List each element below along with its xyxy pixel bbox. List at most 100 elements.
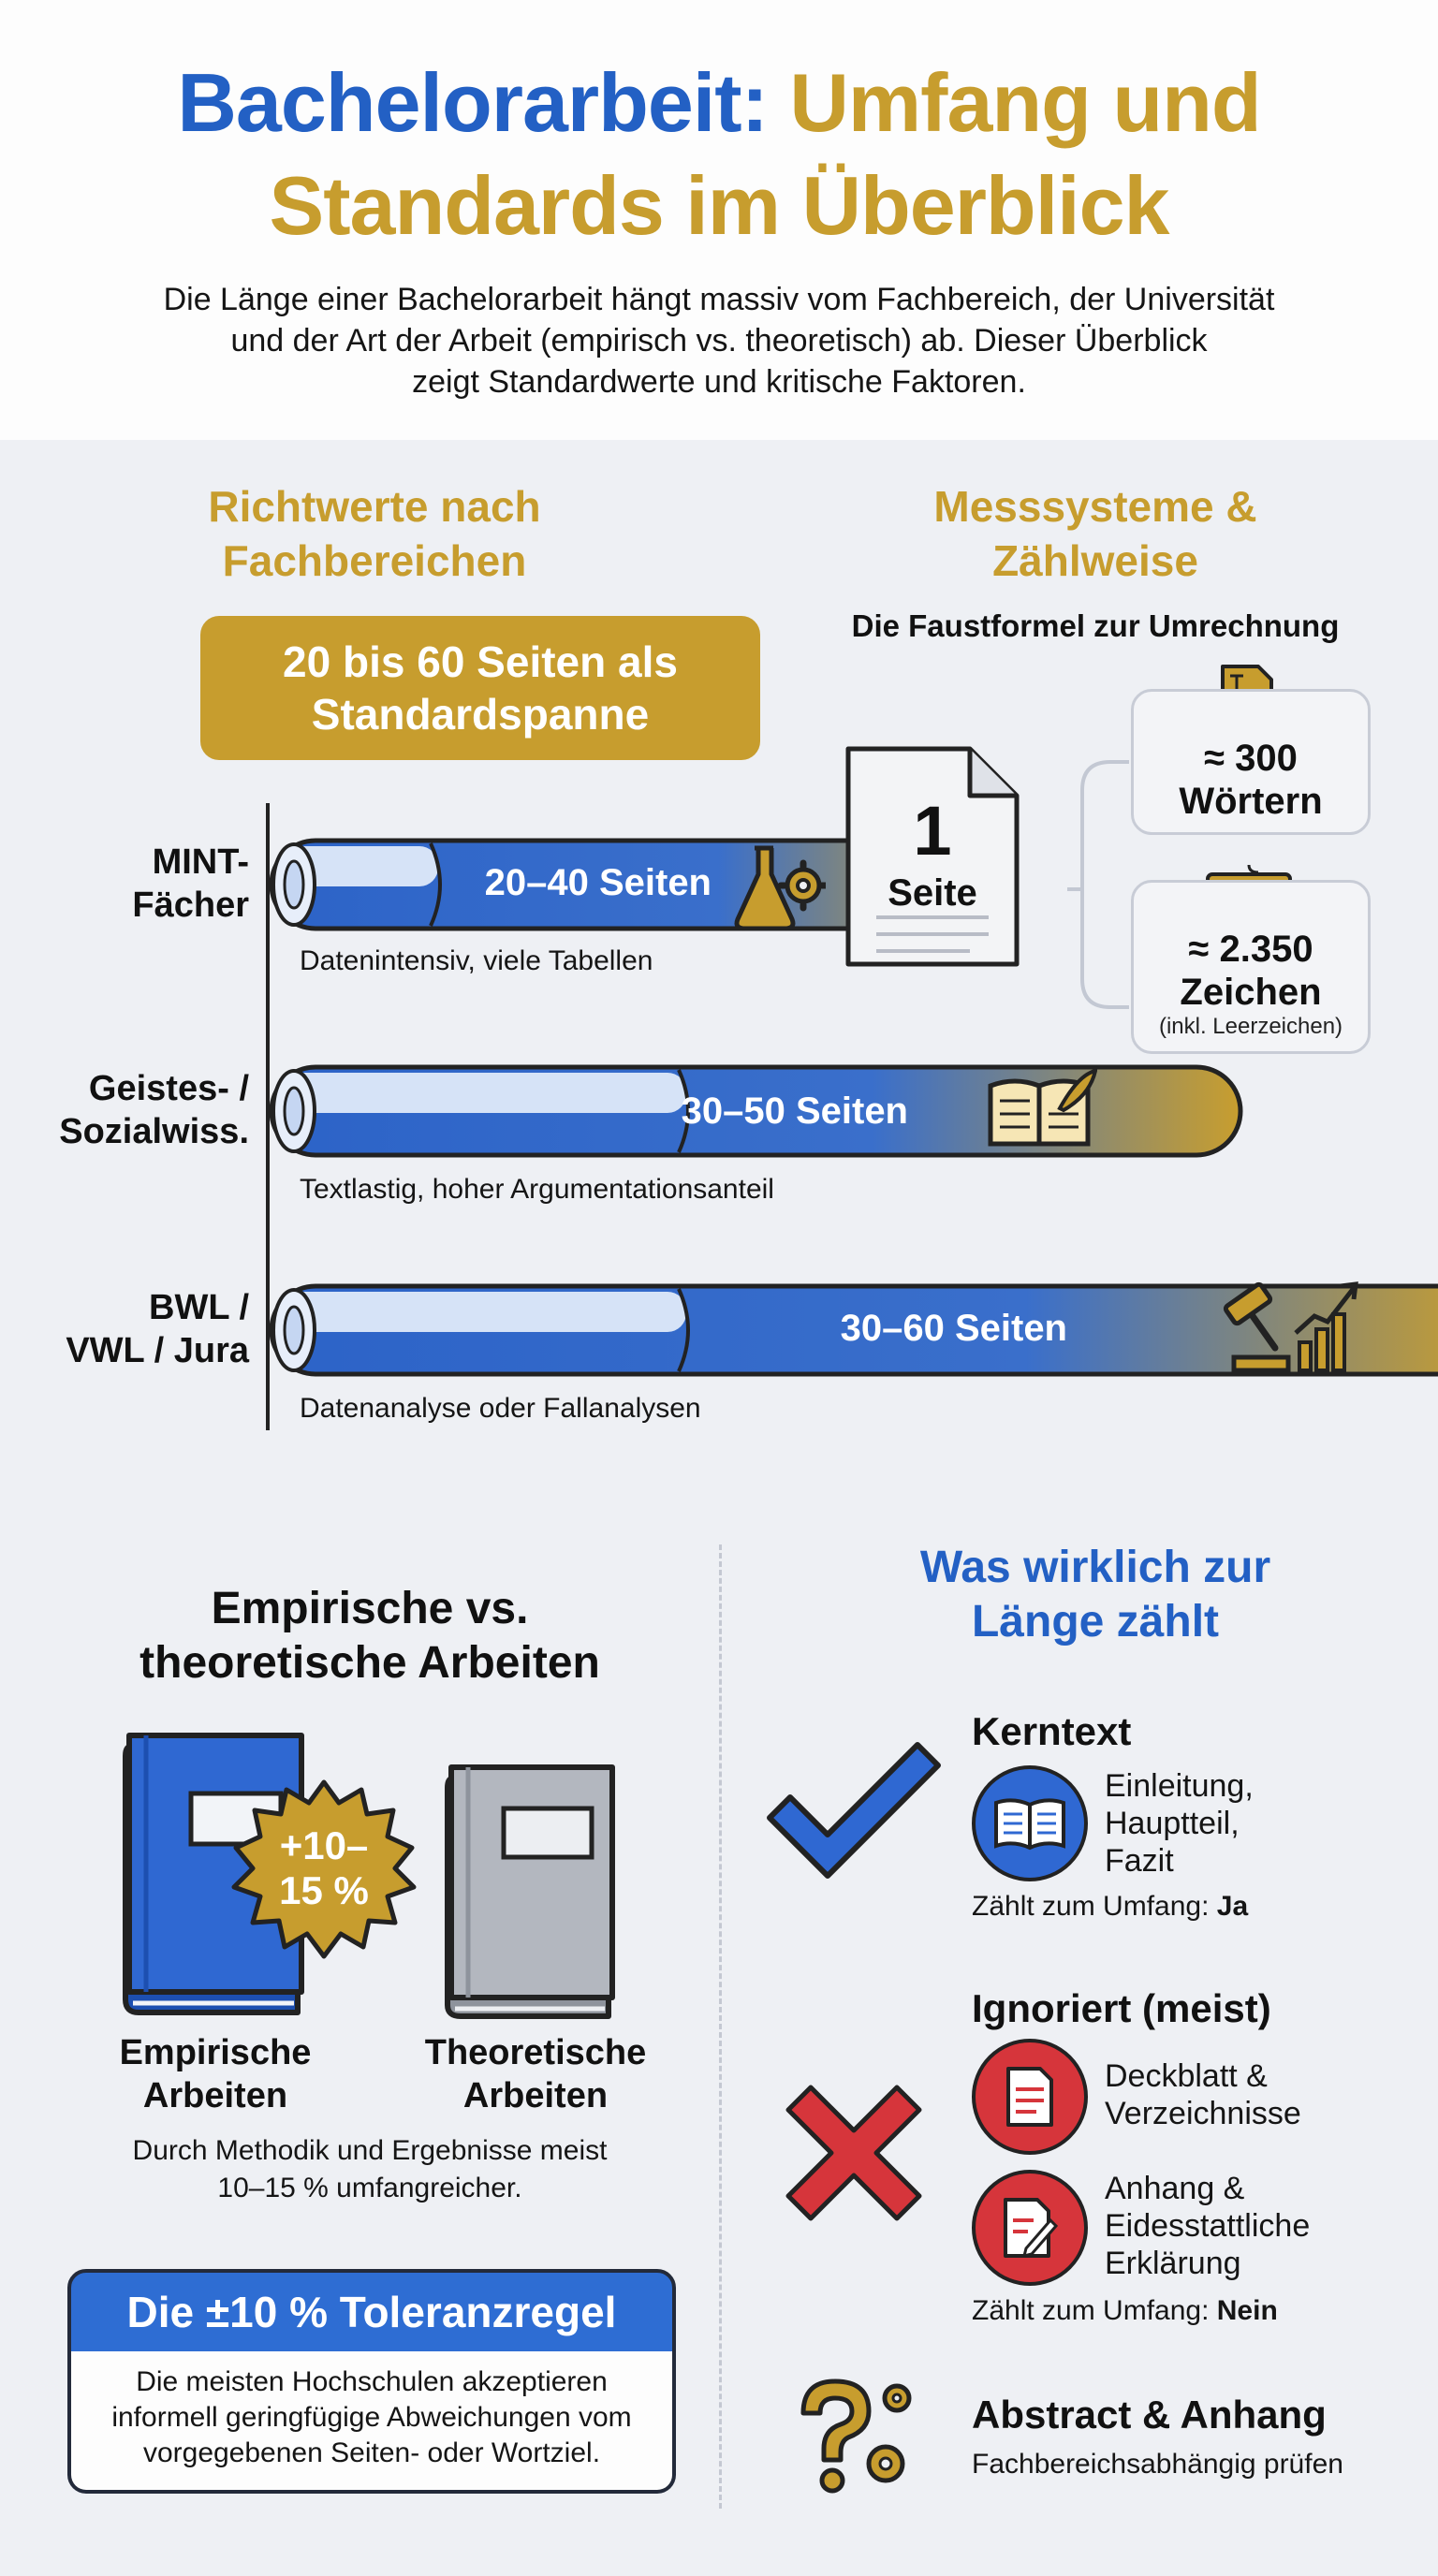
messsysteme-heading-line: Messsysteme & — [933, 482, 1257, 531]
field-label-geistes: Geistes- / Sozialwiss. — [34, 1067, 249, 1153]
types-heading-line: Empirische vs. — [211, 1584, 529, 1633]
counts-heading: Was wirklich zur Länge zählt — [796, 1541, 1395, 1649]
ignored-item-line: Anhang & — [1105, 2171, 1245, 2206]
gray-book-icon — [445, 1764, 615, 2019]
page-title-line2: Standards im Überblick — [269, 159, 1170, 252]
count-label: Zählt zum Umfang: — [972, 2295, 1210, 2326]
kerntext-item: Einleitung, — [1105, 1768, 1254, 1804]
intro-line: zeigt Standardwerte und kritische Faktor… — [412, 364, 1026, 400]
conversion-subheading: Die Faustformel zur Umrechnung — [851, 608, 1340, 643]
types-description-line: 10–15 % umfangreicher. — [217, 2173, 522, 2203]
page-label: Seite — [888, 872, 977, 914]
chart-axis — [266, 803, 270, 1430]
chars-note: (inkl. Leerzeichen) — [1158, 1014, 1343, 1039]
range-bar-min-segment — [279, 846, 438, 886]
tolerance-line: Die meisten Hochschulen akzeptieren — [136, 2366, 608, 2397]
title-part-blue: Bachelorarbeit: — [177, 56, 769, 149]
title-part-gold: Umfang und — [789, 56, 1261, 149]
badge-line: +10– — [279, 1823, 369, 1867]
range-bar-min-segment — [279, 1073, 686, 1113]
count-label: Zählt zum Umfang: — [972, 1891, 1210, 1922]
badge-line: 15 % — [279, 1868, 369, 1912]
column-divider — [719, 1544, 722, 2509]
abstract-note: Fachbereichsabhängig prüfen — [972, 2449, 1343, 2480]
range-label-mint: 20–40 Seiten — [484, 862, 712, 903]
counts-heading-line: Länge zählt — [971, 1597, 1220, 1647]
field-note-mint: Datenintensiv, viele Tabellen — [300, 945, 653, 976]
tolerance-line: informell geringfügige Abweichungen vom — [111, 2402, 632, 2433]
cover-document-icon — [972, 2039, 1088, 2155]
ignored-item-line: Eidesstattliche — [1105, 2208, 1311, 2244]
richtwerte-heading-line: Fachbereichen — [222, 536, 527, 585]
page-number: 1 — [913, 792, 952, 870]
range-bar-cap-inner — [283, 1305, 305, 1355]
words-value: ≈ 300 — [1204, 738, 1298, 779]
kerntext-item: Hauptteil, — [1105, 1806, 1240, 1841]
tolerance-line: vorgegebenen Seiten- oder Wortziel. — [142, 2437, 601, 2468]
chars-value: ≈ 2.350 — [1188, 929, 1313, 970]
chars-label: Zeichen — [1180, 972, 1322, 1013]
count-value-no: Nein — [1216, 2295, 1278, 2326]
types-description-line: Durch Methodik und Ergebnisse meist — [132, 2135, 608, 2166]
range-bar-divider — [677, 1288, 690, 1372]
field-note-geistes: Textlastig, hoher Argumentationsanteil — [300, 1174, 774, 1205]
page-title-line1: Bachelorarbeit: Umfang und — [0, 58, 1438, 148]
standard-span-line: 20 bis 60 Seiten als — [283, 637, 678, 686]
intro-line: Die Länge einer Bachelorarbeit hängt mas… — [163, 282, 1275, 317]
ignored-item-cover: Deckblatt & Verzeichnisse — [1105, 2057, 1301, 2132]
field-label-line: VWL / Jura — [66, 1331, 249, 1370]
cross-icon — [785, 2085, 922, 2221]
question-gear-icon — [800, 2378, 912, 2494]
intro-text: Die Länge einer Bachelorarbeit hängt mas… — [84, 279, 1354, 402]
range-bar-divider — [429, 842, 442, 927]
kerntext-book-icon — [972, 1765, 1088, 1881]
counts-heading-line: Was wirklich zur — [919, 1543, 1271, 1592]
theoretical-label-line: Theoretische — [424, 2033, 647, 2072]
abstract-title: Abstract & Anhang — [972, 2393, 1327, 2437]
chars-box: ≈ 2.350 Zeichen (inkl. Leerzeichen) — [1131, 880, 1371, 1054]
ignored-count: Zählt zum Umfang: Nein — [972, 2295, 1278, 2327]
bracket-connector — [1067, 760, 1129, 1009]
types-heading: Empirische vs. theoretische Arbeiten — [84, 1582, 655, 1690]
gavel-growth-chart-icon — [1223, 1281, 1358, 1373]
extra-length-badge — [231, 1779, 417, 1959]
appendix-document-icon — [972, 2170, 1088, 2286]
ignored-item-line: Erklärung — [1105, 2246, 1241, 2281]
words-box: ≈ 300 Wörtern — [1131, 689, 1371, 835]
messsysteme-heading-line: Zählweise — [992, 536, 1198, 585]
count-value-yes: Ja — [1216, 1891, 1249, 1922]
field-label-line: BWL / — [149, 1288, 249, 1327]
field-label-mint: MINT- Fächer — [34, 841, 249, 927]
field-label-bwl: BWL / VWL / Jura — [34, 1286, 249, 1372]
theoretical-label: Theoretische Arbeiten — [395, 2031, 676, 2117]
extra-length-badge-text: +10– 15 % — [230, 1823, 418, 1913]
kerntext-count: Zählt zum Umfang: Ja — [972, 1891, 1248, 1923]
intro-line: und der Art der Arbeit (empirisch vs. th… — [230, 323, 1208, 359]
range-label-bwl: 30–60 Seiten — [840, 1308, 1067, 1349]
field-label-line: Fächer — [132, 886, 249, 925]
open-book-quill-icon — [988, 1068, 1097, 1147]
types-heading-line: theoretische Arbeiten — [139, 1638, 600, 1688]
types-description: Durch Methodik und Ergebnisse meist 10–1… — [84, 2132, 655, 2207]
empirical-label-line: Arbeiten — [142, 2076, 288, 2115]
field-label-line: MINT- — [152, 842, 249, 882]
field-label-line: Sozialwiss. — [59, 1112, 249, 1151]
lab-flask-gear-icon — [734, 845, 826, 931]
standard-span-badge: 20 bis 60 Seiten als Standardspanne — [200, 616, 760, 760]
richtwerte-heading: Richtwerte nach Fachbereichen — [112, 479, 637, 588]
kerntext-items: Einleitung, Hauptteil, Fazit — [1105, 1767, 1254, 1880]
standard-span-line: Standardspanne — [311, 690, 650, 739]
richtwerte-heading-line: Richtwerte nach — [208, 482, 541, 531]
kerntext-title: Kerntext — [972, 1709, 1132, 1753]
field-note-bwl: Datenanalyse oder Fallanalysen — [300, 1393, 701, 1424]
header-section: Bachelorarbeit: Umfang und Standards im … — [0, 0, 1438, 440]
tolerance-body: Die meisten Hochschulen akzeptieren info… — [67, 2351, 676, 2494]
empirical-label-line: Empirische — [119, 2033, 312, 2072]
words-label: Wörtern — [1179, 781, 1323, 822]
field-label-line: Geistes- / — [88, 1069, 249, 1108]
ignored-item-appendix: Anhang & Eidesstattliche Erklärung — [1105, 2170, 1310, 2282]
messsysteme-heading: Messsysteme & Zählweise — [843, 479, 1348, 588]
range-bar-divider — [677, 1069, 690, 1153]
ignored-title: Ignoriert (meist) — [972, 1986, 1271, 2030]
checkmark-icon — [767, 1742, 941, 1879]
